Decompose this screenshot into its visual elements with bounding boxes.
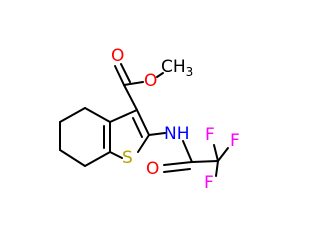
bond-thiophene-c2-s — [137, 134, 150, 153]
atom-fluorine-2: F — [230, 131, 240, 151]
bond-ester-c3-carbonyl-c — [123, 84, 138, 111]
bond-n-carbonyl-c — [182, 140, 193, 163]
atom-methyl: CH3 — [161, 57, 193, 79]
bond-ring-c3-c4 — [59, 149, 86, 167]
bond-ester-o-methyl — [156, 72, 164, 78]
bond-cf3-f2 — [217, 147, 229, 162]
bond-c2-n — [148, 132, 166, 136]
atom-sulfur: S — [122, 148, 133, 168]
bond-amide-double-a — [163, 161, 193, 166]
bond-thiophene-s-c7a — [109, 151, 123, 159]
bond-ring-c1-c2 — [59, 107, 86, 123]
bond-cf3-f1 — [213, 144, 219, 162]
bond-amide-double-b — [163, 168, 191, 173]
bond-thiophene-c3-c2 — [136, 109, 150, 136]
atom-o-ester-carbonyl: O — [111, 46, 124, 66]
bond-ring-c4-c5 — [84, 151, 111, 167]
atom-o-amide: O — [146, 159, 159, 179]
atom-o-ester-single: O — [144, 71, 157, 91]
bond-ester-carbonyl-double-a — [114, 65, 125, 86]
bond-cf3-f3 — [215, 160, 219, 177]
atom-nitrogen: NH — [164, 124, 190, 144]
bond-carbonyl-cf3 — [191, 160, 219, 163]
atom-methyl-subscript: 3 — [186, 65, 194, 79]
bond-thiophene-c3a-c3 — [109, 109, 138, 123]
atom-fluorine-1: F — [205, 125, 215, 145]
bond-ring-c6-c1 — [84, 107, 111, 123]
bond-ester-c-o — [123, 81, 144, 86]
bond-ester-carbonyl-double-b — [120, 63, 131, 83]
atom-fluorine-3: F — [204, 173, 214, 193]
atom-methyl-symbol: CH — [161, 57, 186, 77]
structure-canvas: O O CH3 NH S O F F F — [59, 46, 240, 193]
bond-thiophene-c3-c2-inner — [132, 117, 143, 138]
